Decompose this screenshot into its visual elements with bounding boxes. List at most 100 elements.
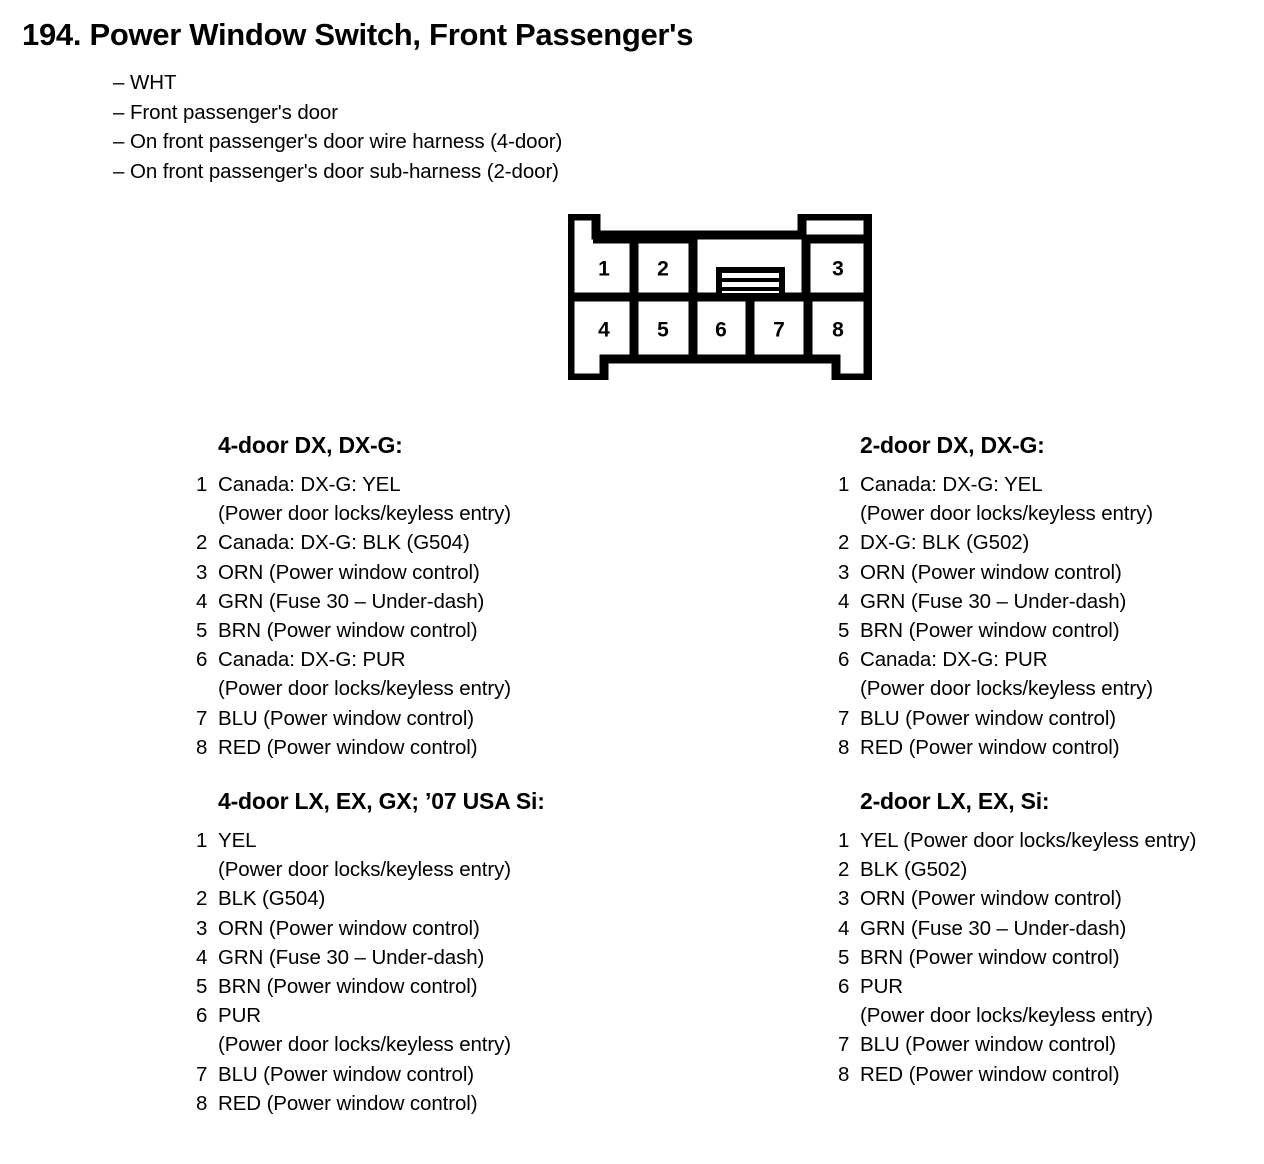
pin-index: 1 <box>838 473 850 496</box>
pin-description: ORN (Power window control) <box>860 884 1258 913</box>
pin-description: Canada: DX-G: YEL(Power door locks/keyle… <box>218 470 756 528</box>
pin-description-main: BRN (Power window control) <box>860 945 1120 969</box>
pin-index: 3 <box>838 560 850 584</box>
pin-description-main: BLU (Power window control) <box>218 1062 475 1086</box>
pin-description-main: BLK (G502) <box>860 858 968 882</box>
pin-index: 5 <box>196 975 208 999</box>
pin-description-main: BLU (Power window control) <box>860 1033 1117 1057</box>
pin-description: BLU (Power window control) <box>218 704 756 733</box>
pin-description-main: BLU (Power window control) <box>860 706 1117 730</box>
description-text: Front passenger's door <box>130 100 338 124</box>
pin-row: 8 RED (Power window control) <box>838 733 1258 762</box>
pin-description-main: GRN (Fuse 30 – Under-dash) <box>860 589 1127 613</box>
pin-description-continued: (Power door locks/keyless entry) <box>218 858 512 882</box>
pin-index: 4 <box>838 916 850 940</box>
pin-list: 1 Canada: DX-G: YEL(Power door locks/keyl… <box>196 470 756 762</box>
pin-description: RED (Power window control) <box>218 733 756 762</box>
pin-description: BRN (Power window control) <box>860 943 1258 972</box>
pin-description-main: BLK (G504) <box>218 887 326 911</box>
pin-description-main: YEL <box>218 829 257 852</box>
group-2-door-lx: 2-door LX, EX, Si: 1 YEL (Power door lock… <box>838 788 1258 1089</box>
pin-description: BRN (Power window control) <box>218 616 756 645</box>
pin-number-6: 6 <box>715 319 727 342</box>
group-title: 2-door DX, DX-G: <box>860 432 1045 458</box>
pin-row: 1 Canada: DX-G: YEL(Power door locks/keyl… <box>196 470 756 528</box>
pin-index: 8 <box>196 735 208 759</box>
pin-index: 7 <box>838 1033 850 1057</box>
pin-description-main: BLU (Power window control) <box>218 706 475 730</box>
pin-description-main: Canada: DX-G: PUR <box>860 648 1048 672</box>
pin-description: GRN (Fuse 30 – Under-dash) <box>860 587 1258 616</box>
pin-description: GRN (Fuse 30 – Under-dash) <box>860 914 1258 943</box>
pin-index: 8 <box>838 735 850 759</box>
pin-row: 5 BRN (Power window control) <box>838 616 1258 645</box>
pin-description-main: RED (Power window control) <box>218 1091 478 1115</box>
pin-description-main: YEL (Power door locks/keyless entry) <box>860 829 1197 852</box>
pin-description-continued: (Power door locks/keyless entry) <box>860 1004 1154 1028</box>
pin-row: 7 BLU (Power window control) <box>196 1060 756 1089</box>
pin-description-main: RED (Power window control) <box>218 735 478 759</box>
pin-description-continued: (Power door locks/keyless entry) <box>218 677 512 701</box>
pin-description: RED (Power window control) <box>860 1060 1258 1089</box>
pin-index: 5 <box>838 945 850 969</box>
pin-description: BLU (Power window control) <box>218 1060 756 1089</box>
pin-index: 5 <box>838 619 850 643</box>
pin-description: GRN (Fuse 30 – Under-dash) <box>218 943 756 972</box>
pin-description: Canada: DX-G: PUR(Power door locks/keyle… <box>860 645 1258 703</box>
pin-description-continued: (Power door locks/keyless entry) <box>860 502 1154 526</box>
pin-row: 2 BLK (G504) <box>196 884 756 913</box>
description-item: –On front passenger's door sub-harness (… <box>113 157 813 187</box>
dash-icon: – <box>113 130 125 153</box>
pin-description-main: GRN (Fuse 30 – Under-dash) <box>860 916 1127 940</box>
pin-description-main: ORN (Power window control) <box>860 560 1122 584</box>
connector-svg: 1 2 3 4 5 6 7 8 <box>568 214 872 380</box>
dash-icon: – <box>113 71 125 94</box>
pin-index: 4 <box>196 589 208 613</box>
pin-index: 6 <box>196 1004 208 1028</box>
description-item: –On front passenger's door wire harness … <box>113 127 813 157</box>
pin-description: ORN (Power window control) <box>860 558 1258 587</box>
pin-index: 2 <box>196 887 208 911</box>
description-item: –Front passenger's door <box>113 98 813 128</box>
pin-number-8: 8 <box>832 319 844 342</box>
pin-row: 4 GRN (Fuse 30 – Under-dash) <box>196 587 756 616</box>
pin-description: BLU (Power window control) <box>860 1030 1258 1059</box>
group-title: 4-door DX, DX-G: <box>218 432 403 458</box>
pin-index: 1 <box>196 473 208 496</box>
pin-description-main: ORN (Power window control) <box>218 560 480 584</box>
pin-description: PUR(Power door locks/keyless entry) <box>860 972 1258 1030</box>
group-title: 2-door LX, EX, Si: <box>860 788 1050 814</box>
pin-index: 2 <box>196 531 208 555</box>
dash-icon: – <box>113 159 125 183</box>
pin-description-main: GRN (Fuse 30 – Under-dash) <box>218 589 485 613</box>
pin-description: BLK (G502) <box>860 855 1258 884</box>
dash-icon: – <box>113 100 125 124</box>
pin-description-main: BRN (Power window control) <box>218 619 478 643</box>
pin-index: 8 <box>196 1091 208 1115</box>
pin-description-main: BRN (Power window control) <box>860 619 1120 643</box>
description-text: WHT <box>130 71 177 94</box>
connector-description-list: –WHT –Front passenger's door –On front p… <box>113 68 813 186</box>
description-text: On front passenger's door sub-harness (2… <box>130 159 559 183</box>
pin-index: 7 <box>196 1062 208 1086</box>
pin-description-main: Canada: DX-G: PUR <box>218 648 406 672</box>
pin-index: 1 <box>838 829 850 852</box>
pin-index: 3 <box>196 916 208 940</box>
pin-description: DX-G: BLK (G502) <box>860 528 1258 557</box>
pin-description-main: RED (Power window control) <box>860 735 1120 759</box>
pin-row: 8 RED (Power window control) <box>196 733 756 762</box>
group-4-door-dx: 4-door DX, DX-G: 1 Canada: DX-G: YEL(Powe… <box>196 432 756 762</box>
pin-description: RED (Power window control) <box>218 1089 756 1118</box>
pin-description-continued: (Power door locks/keyless entry) <box>218 502 512 526</box>
